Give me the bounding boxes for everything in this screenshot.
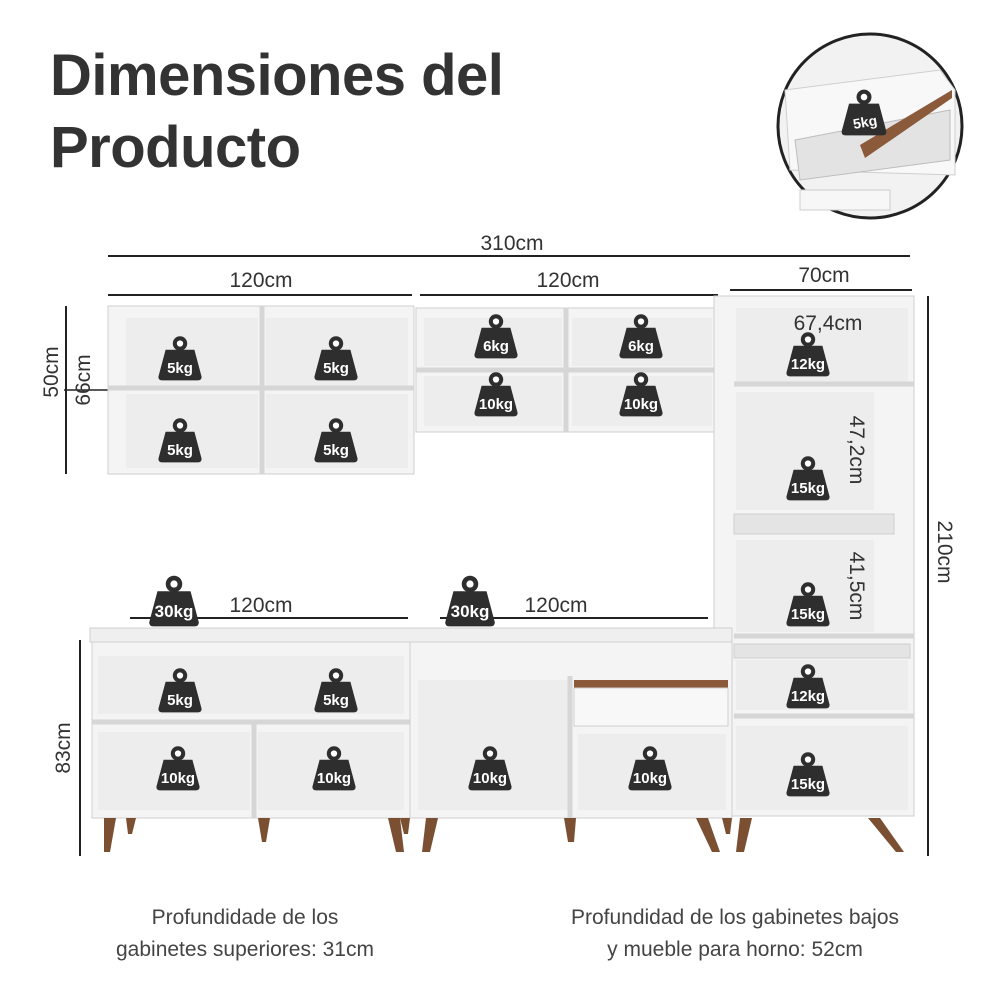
dim-tower-inner-width: 67,4cm bbox=[794, 312, 863, 335]
lower-depth-caption: Profundidad de los gabinetes bajos y mue… bbox=[530, 902, 940, 966]
weight-label: 6kg bbox=[628, 338, 654, 355]
dim-tower-width: 70cm bbox=[798, 264, 849, 287]
weight-label: 12kg bbox=[791, 356, 825, 373]
upper-middle-cabinet bbox=[415, 307, 721, 433]
weight-badge: 6kg bbox=[619, 314, 663, 359]
upper-depth-line-2: gabinetes superiores: 31cm bbox=[116, 938, 374, 961]
weight-badge: 5kg bbox=[158, 418, 202, 463]
weight-badge: 10kg bbox=[156, 746, 200, 791]
weight-badge: 12kg bbox=[786, 664, 830, 709]
weight-label: 5kg bbox=[167, 360, 193, 377]
weight-label: 5kg bbox=[167, 442, 193, 459]
lower-depth-line-2: y mueble para horno: 52cm bbox=[607, 938, 863, 961]
upper-left-cabinet bbox=[107, 305, 415, 475]
lower-depth-line-1: Profundidad de los gabinetes bajos bbox=[570, 906, 900, 929]
weight-badge: 15kg bbox=[786, 752, 830, 797]
page-title: Dimensiones del Producto bbox=[50, 40, 570, 184]
furniture-legs bbox=[104, 818, 904, 852]
weight-badge: 5kg bbox=[314, 668, 358, 713]
dim-counter-mid-width: 120cm bbox=[524, 594, 587, 617]
dim-total-height: 210cm bbox=[933, 520, 956, 583]
dim-tower-gap-2: 41,5cm bbox=[845, 552, 868, 621]
weight-badge: 10kg bbox=[619, 372, 663, 417]
title-line-1: Dimensiones del bbox=[50, 43, 504, 108]
weight-label: 30kg bbox=[155, 602, 194, 621]
dim-total-width: 310cm bbox=[480, 232, 543, 255]
inset-weight-label: 5kg bbox=[852, 112, 879, 132]
title-line-2: Producto bbox=[50, 115, 301, 180]
weight-badge: 5kg bbox=[158, 336, 202, 381]
inset-drawer-detail: 5kg bbox=[776, 32, 964, 220]
weight-label: 5kg bbox=[323, 360, 349, 377]
upper-depth-caption: Profundidade de los gabinetes superiores… bbox=[60, 902, 430, 966]
weight-badge: 30kg bbox=[445, 575, 495, 627]
dim-upper-height-outer: 50cm bbox=[40, 346, 63, 397]
weight-label: 5kg bbox=[323, 442, 349, 459]
weight-badge: 15kg bbox=[786, 456, 830, 501]
weight-badge: 5kg bbox=[314, 336, 358, 381]
weight-label: 30kg bbox=[451, 602, 490, 621]
weight-label: 10kg bbox=[479, 396, 513, 413]
weight-label: 15kg bbox=[791, 606, 825, 623]
weight-badge: 10kg bbox=[474, 372, 518, 417]
weight-badge: 12kg bbox=[786, 332, 830, 377]
weight-label: 10kg bbox=[161, 770, 195, 787]
dim-upper-mid-width: 120cm bbox=[536, 269, 599, 292]
weight-badge: 10kg bbox=[628, 746, 672, 791]
weight-badge: 15kg bbox=[786, 582, 830, 627]
weight-badge: 10kg bbox=[312, 746, 356, 791]
weight-label: 10kg bbox=[624, 396, 658, 413]
upper-depth-line-1: Profundidade de los bbox=[151, 906, 339, 929]
weight-label: 5kg bbox=[167, 692, 193, 709]
weight-badge: 5kg bbox=[314, 418, 358, 463]
weight-label: 10kg bbox=[473, 770, 507, 787]
weight-label: 15kg bbox=[791, 480, 825, 497]
dim-counter-left-width: 120cm bbox=[229, 594, 292, 617]
weight-label: 15kg bbox=[791, 776, 825, 793]
dim-upper-left-width: 120cm bbox=[229, 269, 292, 292]
weight-badge: 5kg bbox=[158, 668, 202, 713]
dim-upper-height-inner: 66cm bbox=[72, 354, 95, 405]
weight-label: 10kg bbox=[317, 770, 351, 787]
weight-badge: 10kg bbox=[468, 746, 512, 791]
dim-tower-gap-1: 47,2cm bbox=[845, 416, 868, 485]
weight-badge: 30kg bbox=[149, 575, 199, 627]
weight-badge: 6kg bbox=[474, 314, 518, 359]
weight-label: 12kg bbox=[791, 688, 825, 705]
weight-label: 6kg bbox=[483, 338, 509, 355]
dim-lower-height: 83cm bbox=[52, 722, 75, 773]
weight-label: 10kg bbox=[633, 770, 667, 787]
weight-label: 5kg bbox=[323, 692, 349, 709]
weight-icons: 5kg 5kg 5kg 5kg 6kg 6kg 10kg 10kg 12kg 15kg 15kg 12… bbox=[149, 314, 830, 797]
